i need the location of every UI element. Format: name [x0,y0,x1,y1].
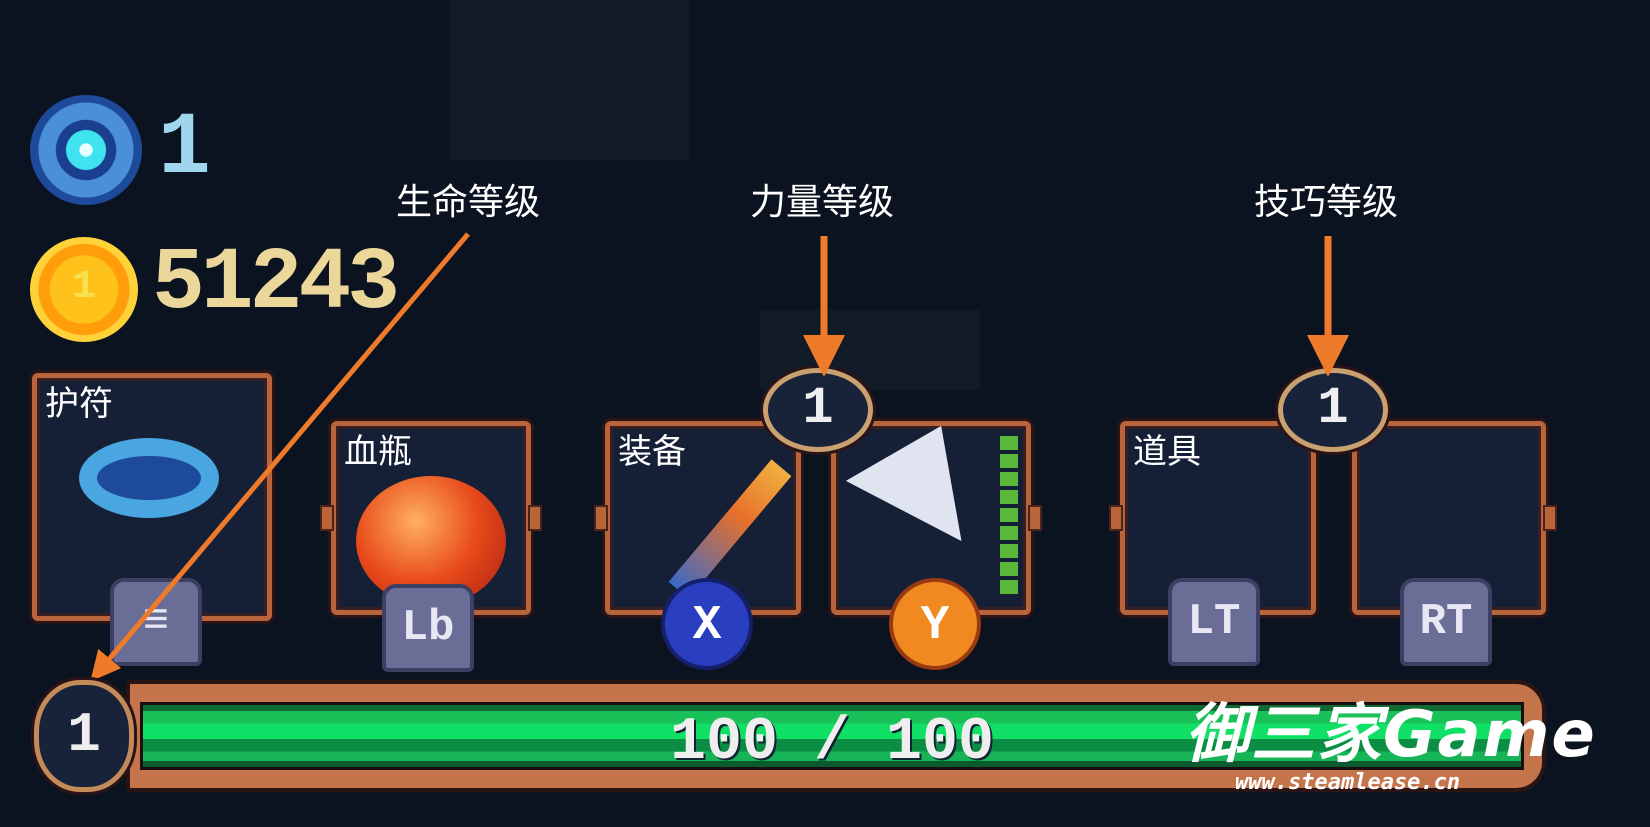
lt-button[interactable]: LT [1168,578,1260,666]
strength-level-badge: 1 [763,368,873,452]
health-fill: 100 / 100 [140,702,1524,777]
rt-button[interactable]: RT [1400,578,1492,666]
background-wall [450,0,690,160]
y-button[interactable]: Y [889,578,981,670]
lb-button[interactable]: Lb [382,584,474,672]
menu-button[interactable]: ≡ [110,578,202,666]
life-level-badge: 1 [34,680,134,792]
watermark: 御三家Game www.steamlease.cn [1185,700,1597,795]
sword-icon [668,459,792,599]
watermark-url: www.steamlease.cn [1235,770,1461,795]
ammo-gauge [1000,436,1018,596]
cells-count: 1 [158,100,211,199]
amulet-label: 护符 [45,384,113,424]
watermark-title: 御三家Game [1185,698,1597,772]
amulet-ring-icon [79,438,219,518]
health-text: 100 / 100 [669,709,995,777]
gold-coin-icon: 1 [30,237,138,342]
items-label: 道具 [1133,432,1201,472]
cell-orb-icon [30,95,142,205]
equipment-label: 装备 [618,432,686,472]
coin-glyph: 1 [71,265,96,310]
annotation-skill-level: 技巧等级 [1253,182,1399,223]
health-bar: 1 100 / 100 [26,680,1546,800]
gold-count: 51243 [152,235,400,334]
annotation-life-level: 生命等级 [395,182,541,223]
flask-label: 血瓶 [344,432,412,472]
x-button[interactable]: X [661,578,753,670]
annotation-strength-level: 力量等级 [749,182,895,223]
throwing-blade-icon [845,425,997,577]
skill-level-badge: 1 [1278,368,1388,452]
